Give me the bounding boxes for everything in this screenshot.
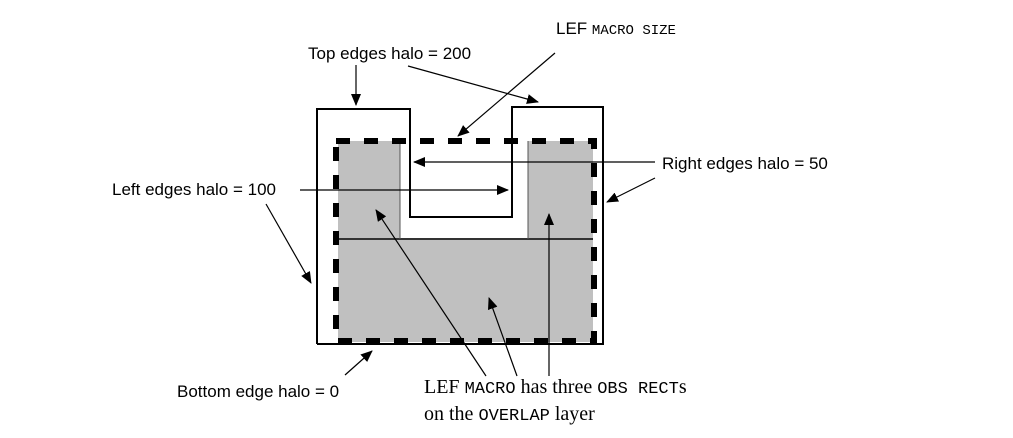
- arrow-bottom: [344, 350, 373, 376]
- bottom-halo-label: Bottom edge halo = 0: [177, 382, 340, 401]
- macro-size-label: LEF MACRO SIZE: [556, 19, 676, 41]
- obs-rect-right: [528, 141, 593, 239]
- arrow-right-edge: [606, 177, 656, 203]
- right-halo-label: Right edges halo = 50: [662, 154, 828, 173]
- obs-keyword-macro: MACRO: [464, 380, 516, 399]
- obs-keyword-rect: OBS RECT: [597, 380, 679, 399]
- macro-size-rect: [333, 138, 597, 344]
- arrow-top-right: [407, 65, 539, 104]
- obs-label-line1: LEF MACRO has three OBS RECTs: [424, 376, 687, 401]
- obs-text: s: [678, 376, 687, 398]
- obs-rect-bottom: [338, 239, 593, 342]
- left-halo-label: Left edges halo = 100: [112, 180, 276, 199]
- arrow-left-edge: [265, 203, 312, 284]
- arrow-obs-bottom: [488, 297, 518, 377]
- obs-text: LEF: [424, 376, 460, 398]
- obs-text: layer: [554, 403, 595, 425]
- arrow-obs-left: [375, 209, 487, 377]
- top-halo-label: Top edges halo = 200: [308, 44, 472, 63]
- obs-keyword-overlap: OVERLAP: [478, 407, 550, 426]
- arrow-macro-size: [457, 52, 556, 137]
- macro-size-keyword: MACRO SIZE: [591, 23, 676, 39]
- macro-size-prefix: LEF: [556, 19, 588, 38]
- obs-label-line2: on the OVERLAP layer: [424, 403, 595, 428]
- obs-text: has three: [520, 376, 593, 398]
- obs-text: on the: [424, 403, 474, 425]
- halo-outline: [316, 106, 604, 345]
